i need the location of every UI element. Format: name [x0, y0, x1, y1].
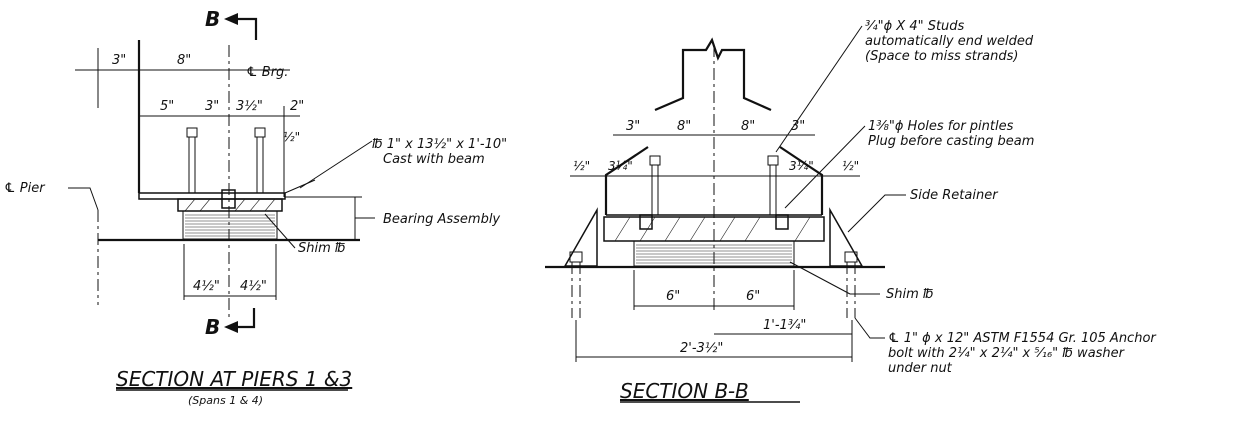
- dim-8r: 8": [741, 119, 755, 134]
- holes-label-1: 1⅜"ϕ Holes for pintles: [868, 119, 1014, 134]
- side-retainer-label: Side Retainer: [910, 188, 999, 203]
- dim-34-r: 3¼": [789, 159, 814, 173]
- dim-1-134: 1'-1¾": [763, 318, 806, 333]
- dim-8l: 8": [677, 119, 691, 134]
- cut-arrow-top-icon: [224, 13, 238, 25]
- dim-4half-b: 4½": [240, 279, 267, 294]
- section-b-b: 3" 8" 8" 3" ½" 3¼" 3¼" ½" ¾"ϕ X 4" Studs…: [545, 19, 1157, 403]
- sole-plate-hatch: [184, 198, 276, 212]
- studs-label-2: automatically end welded: [865, 34, 1034, 49]
- pintle-b-right: [775, 214, 789, 230]
- dim-3b: 3": [205, 99, 219, 114]
- cut-arrow-bottom-icon: [224, 321, 238, 333]
- shim-leader-b: [789, 261, 851, 295]
- dim-half-l: ½": [573, 159, 590, 173]
- anchor-bolt-left: [569, 251, 583, 318]
- dim-half-r: ½": [842, 159, 859, 173]
- section-b-title: SECTION B-B: [620, 379, 749, 403]
- dim-8: 8": [177, 53, 191, 68]
- cut-label-top: B: [205, 7, 220, 31]
- pier-label: ℄ Pier: [4, 181, 46, 196]
- anchor-label-1: ℄ 1" ϕ x 12" ASTM F1554 Gr. 105 Anchor: [888, 331, 1157, 346]
- beam-bulb-right: [779, 146, 824, 215]
- dim-6r: 6": [746, 289, 760, 304]
- side-retainer-left: [563, 207, 598, 267]
- dim-3l: 3": [626, 119, 640, 134]
- plate-label-2: Cast with beam: [383, 152, 485, 167]
- holes-leader: [784, 125, 866, 209]
- anchor-label-2: bolt with 2¼" x 2¼" x ⁵⁄₁₆" ℔ washer: [888, 346, 1126, 361]
- dim-34-l: 3¼": [608, 159, 633, 173]
- anchor-bolt-right: [844, 251, 858, 318]
- section-a-title: SECTION AT PIERS 1 &3: [116, 367, 352, 391]
- pintle: [221, 189, 236, 209]
- shim-label-b: Shim ℔: [886, 287, 934, 302]
- anchor-label-3: under nut: [888, 361, 953, 376]
- dim-2-312: 2'-3½": [680, 341, 723, 356]
- studs-leader: [775, 25, 863, 153]
- dim-3: 3": [112, 53, 126, 68]
- cut-line-top: [234, 17, 258, 40]
- pintle-b-left: [639, 214, 653, 230]
- stud-left: [186, 127, 198, 193]
- dim-6l: 6": [666, 289, 680, 304]
- beam-bulb-left: [604, 146, 649, 215]
- dim-5: 5": [160, 99, 174, 114]
- cut-label-bottom: B: [205, 315, 220, 339]
- cut-line-bottom: [234, 308, 256, 329]
- shim-label: Shim ℔: [298, 241, 346, 256]
- embedded-plate: [138, 192, 286, 200]
- brg-label: ℄ Brg.: [246, 65, 288, 80]
- studs-label-1: ¾"ϕ X 4" Studs: [865, 19, 965, 34]
- pad-laminations: [185, 214, 275, 237]
- studs-label-3: (Space to miss strands): [865, 49, 1018, 64]
- shim-leader: [264, 213, 296, 249]
- side-retainer-leader: [847, 194, 906, 233]
- stud-b-left: [649, 155, 661, 215]
- pad-laminations-b: [636, 244, 792, 264]
- dim-half: ½": [283, 130, 300, 144]
- bearing-label: Bearing Assembly: [383, 212, 500, 227]
- pier-leader: [68, 187, 99, 211]
- dim-4half-a: 4½": [193, 279, 220, 294]
- side-retainer-right: [829, 207, 864, 267]
- plate-label-1: ℔ 1" x 13½" x 1'-10": [372, 137, 507, 152]
- plate-label-leader: [299, 140, 373, 189]
- beam-outline-top: [654, 37, 772, 112]
- anchor-leader: [854, 317, 885, 339]
- section-at-piers: B B 3" 8" ℄ Brg. 5" 3" 3½" 2" ½": [4, 7, 507, 407]
- holes-label-2: Plug before casting beam: [868, 134, 1034, 149]
- plate-leader: [284, 179, 316, 194]
- dim-3half: 3½": [236, 99, 263, 114]
- section-a-subtitle: (Spans 1 & 4): [188, 394, 263, 407]
- stud-b-right: [767, 155, 779, 215]
- dim-3r: 3": [791, 119, 805, 134]
- dim-2: 2": [290, 99, 304, 114]
- stud-right: [254, 127, 266, 193]
